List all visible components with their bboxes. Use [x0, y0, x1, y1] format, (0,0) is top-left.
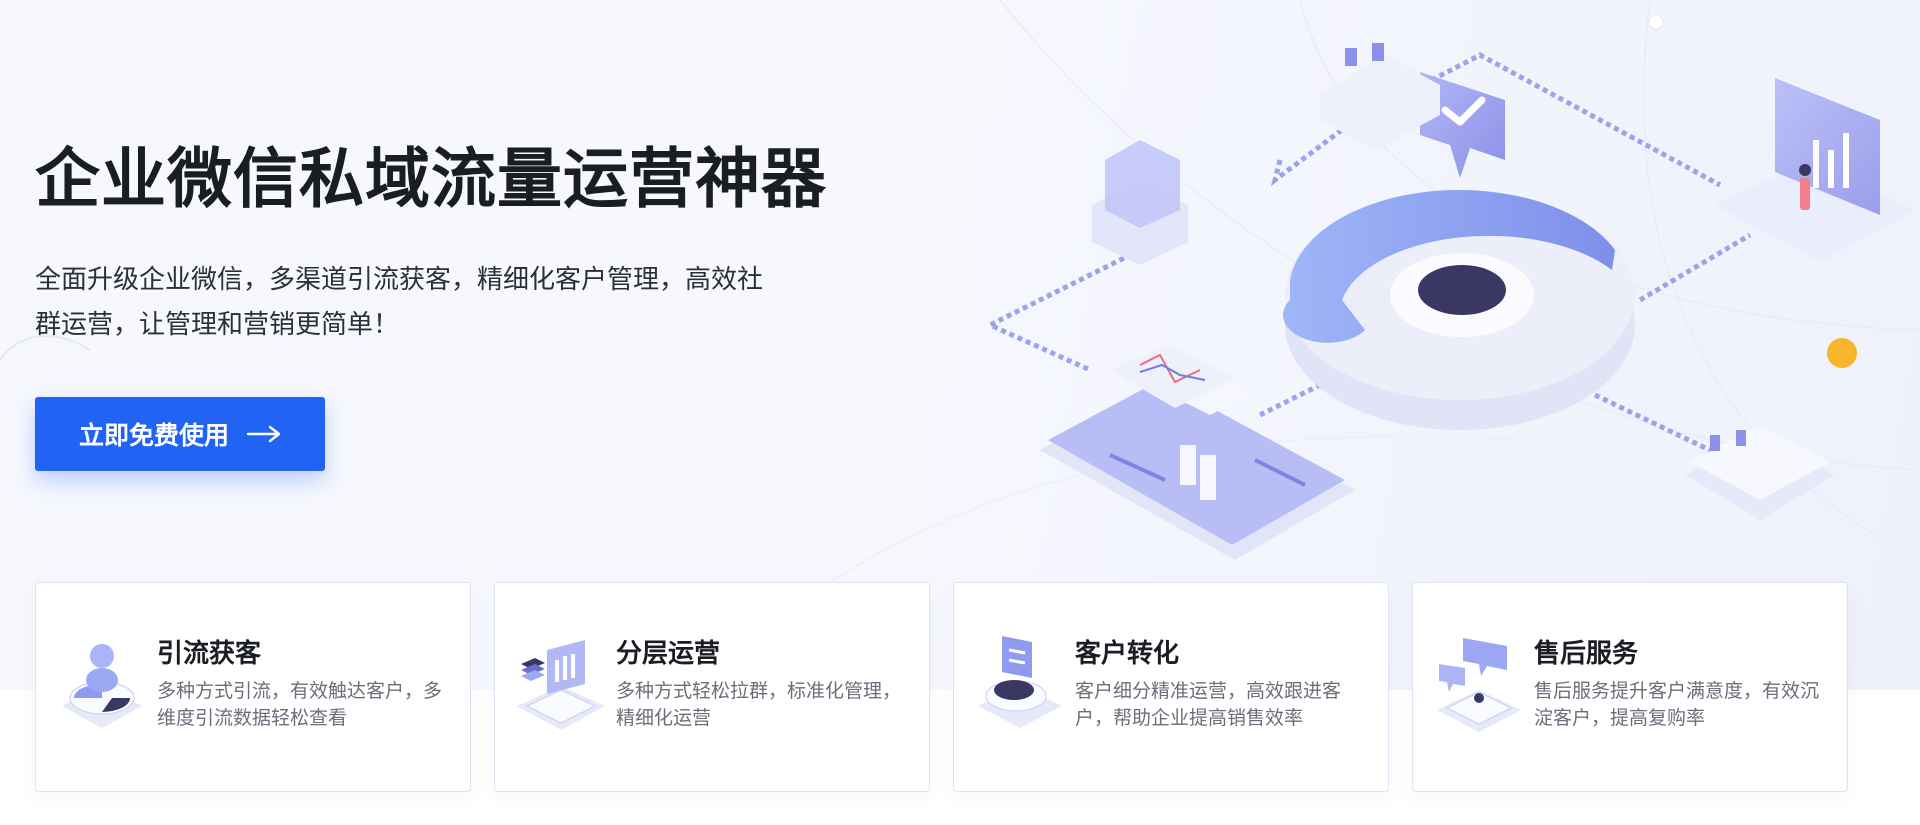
free-trial-button[interactable]: 立即免费使用 [35, 397, 325, 471]
feature-card-tiered-operation[interactable]: 分层运营 多种方式轻松拉群，标准化管理，精细化运营 [494, 582, 930, 792]
feature-title: 客户转化 [1075, 639, 1180, 669]
feature-card-customer-conversion[interactable]: 客户转化 客户细分精准运营，高效跟进客户，帮助企业提高销售效率 [953, 582, 1389, 792]
hero-description: 全面升级企业微信，多渠道引流获客，精细化客户管理，高效社群运营，让管理和营销更简… [35, 265, 764, 340]
arrow-right-icon [247, 425, 281, 443]
hero-title: 企业微信私域流量运营神器 [35, 142, 828, 217]
user-funnel-icon [62, 644, 142, 728]
white-dot [1648, 14, 1664, 30]
feature-card-after-sales-service[interactable]: 售后服务 售后服务提升客户满意度，有效沉淀客户，提高复购率 [1412, 582, 1848, 792]
data-tablet [1040, 372, 1355, 560]
feature-title: 引流获客 [157, 639, 262, 669]
check-message-icon [1420, 72, 1505, 178]
feature-description: 多种方式引流，有效触达客户，多维度引流数据轻松查看 [157, 680, 443, 729]
conversion-exchange-icon [978, 636, 1062, 728]
analyst-board [1715, 78, 1915, 262]
bottom-right-card [1685, 425, 1835, 520]
feature-title: 售后服务 [1534, 639, 1639, 669]
center-ring-platform [1283, 189, 1635, 430]
layered-laptop-icon [517, 640, 605, 730]
cube-node [1092, 140, 1188, 265]
chat-service-icon [1437, 638, 1521, 732]
feature-description: 客户细分精准运营，高效跟进客户，帮助企业提高销售效率 [1075, 680, 1342, 729]
free-trial-button-label: 立即免费使用 [78, 421, 229, 450]
feature-description: 售后服务提升客户满意度，有效沉淀客户，提高复购率 [1534, 680, 1820, 729]
feature-title: 分层运营 [616, 639, 721, 669]
yellow-ball [1827, 338, 1857, 368]
hero-illustration [984, 14, 1915, 560]
feature-card-traffic-acquisition[interactable]: 引流获客 多种方式引流，有效触达客户，多维度引流数据轻松查看 [35, 582, 471, 792]
top-report-card [1320, 43, 1440, 150]
line-chart-card [1110, 345, 1235, 408]
feature-description: 多种方式轻松拉群，标准化管理，精细化运营 [616, 680, 902, 729]
